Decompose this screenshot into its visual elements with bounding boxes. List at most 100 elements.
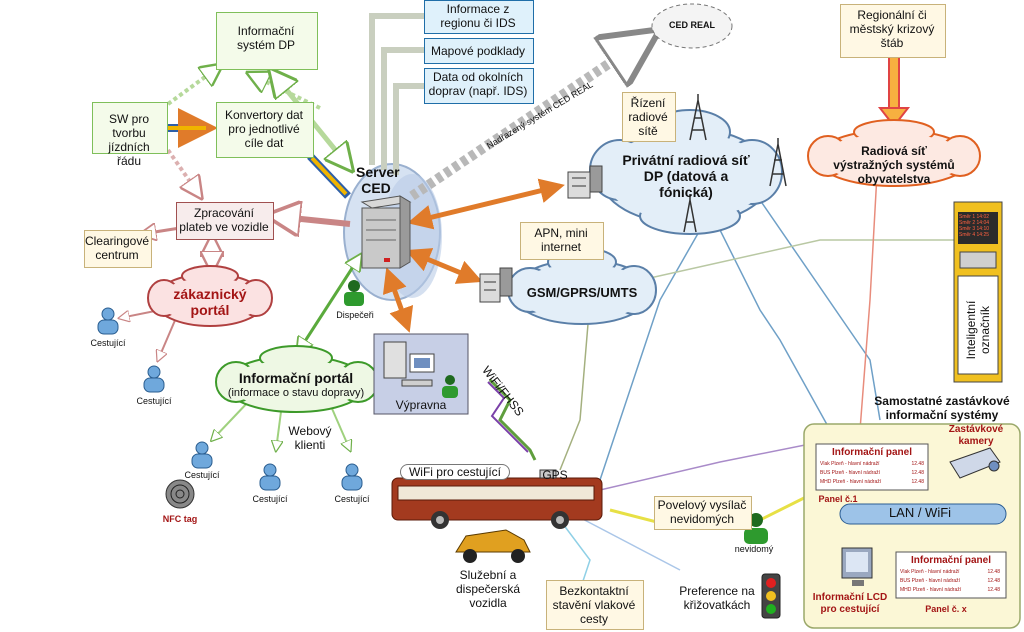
apn-box [520,222,604,260]
apn-label: APN, mini internet [534,226,588,254]
passenger-label-5: Cestující [334,494,370,504]
passenger-label-3: Cestující [184,470,220,480]
info-region-label: Informace z regionu či IDS [440,2,516,30]
server-ced-label: Server CED [356,164,400,196]
panel-row-time: 12.48 [987,587,1000,593]
dispatch-room-person-icon [442,375,458,398]
radio-control-box [622,92,676,142]
cloud-private-radio-inner [604,132,768,220]
sign-row: Směr 4 14:25 [959,232,997,238]
standalone-stop-label: Samostatné zastávkové informační systémy [874,394,1010,422]
intelligent-sign-label: Inteligentní označník [964,300,992,360]
radio-control-label: Řízení radiové sítě [628,96,668,138]
panel-row-time: 12.48 [987,578,1000,584]
cloud-info-portal-inner [228,360,364,408]
panel-row-text: BUS Plzeň - hlavní nádraží [900,578,961,584]
converters-label: Konvertory dat pro jednotlivé cíle dat [224,108,304,150]
lan-wifi-label: LAN / WiFi [888,505,952,520]
sign-row-text: Směr 3 [959,226,976,232]
panel-row-text: MHD Plzeň - hlavní nádraží [900,587,962,593]
clearing-label: Clearingové centrum [84,234,150,262]
nfc-tag-icon [165,479,195,509]
other-transport-label: Data od okolních doprav (např. IDS) [428,70,528,98]
sign-row: Směr 1 14:02 [959,214,997,220]
nfc-tag-label: NFC tag [162,514,198,524]
dispatcher-person-icon [344,280,364,306]
panel-1-title: Informační panel [831,447,912,458]
blind-transmitter-label: Povelový vysílač nevidomých [657,498,747,526]
radio-warning-label: Radiová síť výstražných systémů obyvatel… [833,144,955,186]
server-icon [360,195,412,269]
panel-row-text: Vlak Plzeň - hlavní nádraží [900,569,960,575]
info-region-box [424,0,534,34]
panel-row-time: 12.48 [911,470,924,476]
panel-row-time: 12.48 [911,479,924,485]
sign-row-time: 14:25 [976,232,990,238]
contactless-rail-box [546,580,644,630]
dispatch-room-label: Výpravna [395,398,447,412]
intelligent-sign-screen [958,212,998,244]
panel-row-time: 12.48 [987,569,1000,575]
sign-row-text: Směr 4 [959,232,976,238]
panel-x-rows: Vlak Plzeň - hlavní nádraží 12.48 BUS Plz… [900,568,1000,595]
other-transport-box [424,68,534,104]
radio-tower-icon [683,94,787,233]
gsm-label: GSM/GPRS/UMTS [526,285,638,300]
converters-box [216,102,314,158]
panel-x-label: Panel č. x [925,604,967,614]
passenger-label-4: Cestující [252,494,288,504]
passenger-icon [97,307,363,491]
workstation-icon [383,341,435,387]
ced-real-label: CED REAL [668,20,715,30]
regional-staff-label: Regionální či městský krizový štáb [849,8,935,50]
info-system-box [216,12,318,70]
panel-row-text: Vlak Plzeň - hlavní nádraží [820,461,880,467]
ced-real-arrow [409,36,650,201]
ced-real-ellipse [651,3,733,49]
bus-icon [391,469,603,529]
crossing-pref-label: Preference na křižovatkách [679,584,755,612]
server-links [382,178,565,333]
cloud-customer-portal-inner [158,278,262,322]
intelligent-sign-rows: Směr 1 14:02 Směr 2 14:04 Směr 3 14:10 S… [959,214,997,238]
fare-processing-label: Zpracování plateb ve vozidle [179,206,269,234]
sign-row-time: 14:10 [976,226,990,232]
fare-processing-box [176,202,274,240]
wireless-links [487,119,955,591]
dispatchers-label: Dispečeři [336,310,374,320]
gsm-gateway-icon [479,267,513,303]
info-lcd-label: Informační LCD pro cestující [812,592,888,615]
traffic-light-icon [761,573,781,619]
lan-wifi-bar [839,503,1007,525]
info-portal-sub-label: (informace o stavu dopravy) [227,387,365,399]
panel-x-box [895,551,1007,599]
panel-row: Vlak Plzeň - hlavní nádraží 12.48 [900,568,1000,577]
panel-1-box [815,443,929,491]
panel-1-label: Panel č.1 [818,494,858,504]
sign-row: Směr 2 14:04 [959,220,997,226]
panel-x-title: Informační panel [910,555,991,566]
regional-staff-box [840,4,946,58]
stop-cameras-label: Zastávkové kamery [948,424,1004,447]
blind-person-icon [744,513,768,544]
radio-gateway-icon [567,165,603,199]
sign-row-text: Směr 1 [959,214,976,220]
sign-row-time: 14:02 [976,214,990,220]
clearing-box [84,230,152,268]
sign-row: Směr 3 14:10 [959,226,997,232]
gps-label: GPS [542,468,568,482]
converter-to-server-arrow-fill [310,156,348,196]
lcd-screen-icon [841,547,873,586]
passenger-label-1: Cestující [90,338,126,348]
panel-row-time: 12.48 [911,461,924,467]
sign-row-text: Směr 2 [959,220,976,226]
map-data-box [424,38,534,64]
data-source-links [369,13,424,175]
passenger-label-2: Cestující [136,396,172,406]
map-data-label: Mapové podklady [430,44,526,58]
sign-row-time: 14:04 [976,220,990,226]
cloud-radio-warning-inner [820,134,968,182]
